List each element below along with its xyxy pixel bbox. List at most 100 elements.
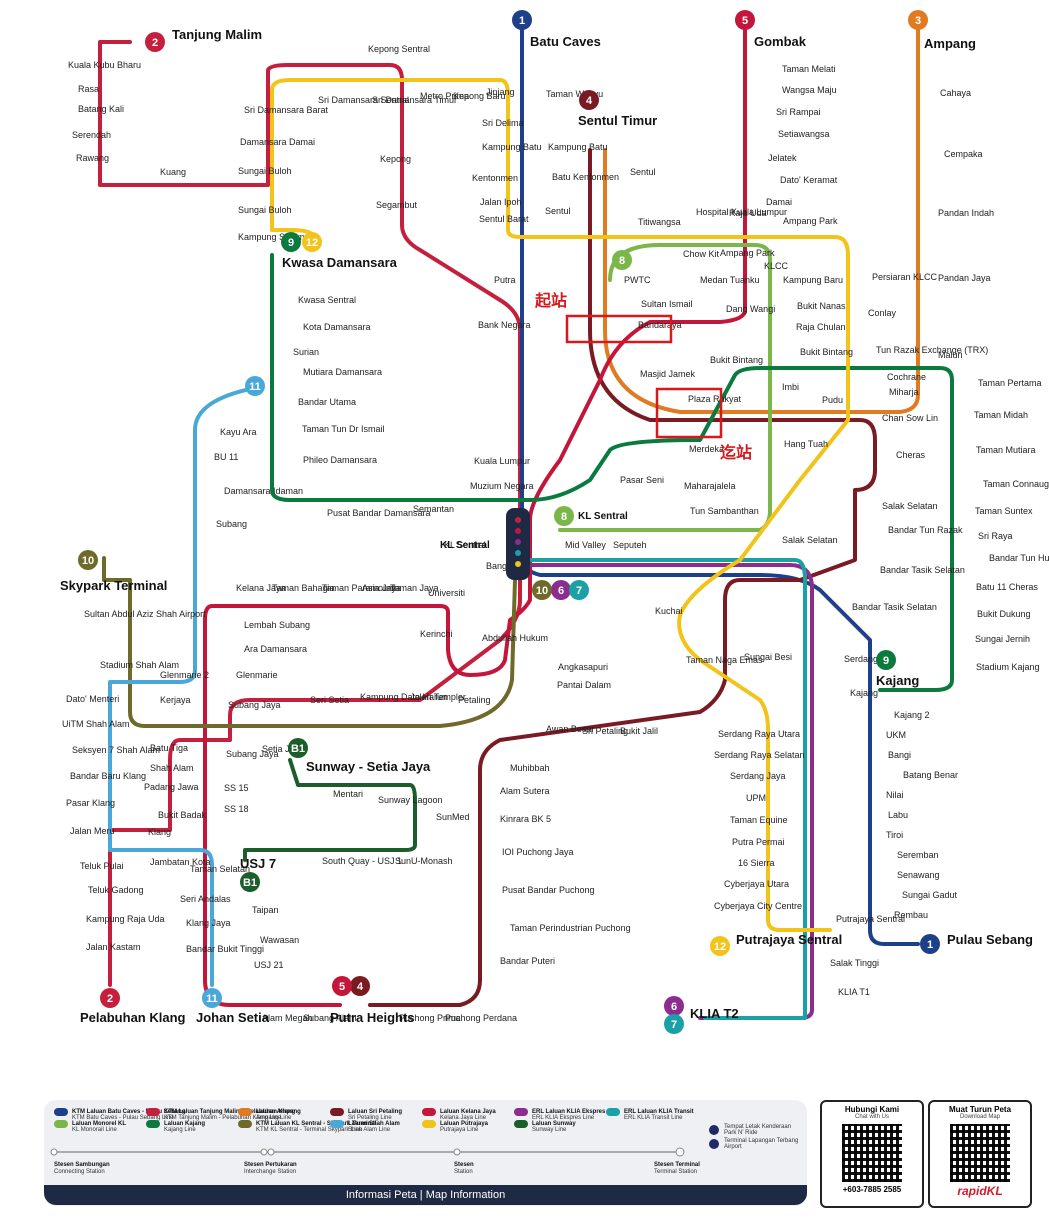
station-label[interactable]: Imbi	[782, 382, 799, 392]
station-label[interactable]: Jalan Templer	[410, 692, 466, 702]
station-label[interactable]: Sentul Barat	[479, 214, 529, 224]
station-label[interactable]: Conlay	[868, 308, 897, 318]
station-label[interactable]: Dato' Keramat	[780, 175, 838, 185]
station-label[interactable]: Cyberjaya City Centre	[714, 901, 802, 911]
station-label[interactable]: Taman Jaya	[390, 583, 439, 593]
terminal-usj7[interactable]: USJ 7	[240, 856, 276, 871]
station-label[interactable]: Kerjaya	[160, 695, 191, 705]
station-label[interactable]: Subang Alam	[303, 1013, 357, 1023]
station-label[interactable]: Surian	[293, 347, 319, 357]
station-label[interactable]: BU 11	[214, 452, 238, 462]
station-label[interactable]: Metro Prima	[420, 91, 469, 101]
line-badge-8[interactable]: 8	[554, 506, 574, 526]
station-label[interactable]: UPM	[746, 793, 766, 803]
station-label[interactable]: Sultan Abdul Aziz Shah Airport	[84, 609, 206, 619]
station-label[interactable]: Mutiara Damansara	[303, 367, 382, 377]
station-label[interactable]: Puchong Prima	[399, 1013, 461, 1023]
station-label[interactable]: Bukit Nanas	[797, 301, 846, 311]
station-label[interactable]: Taman Selatan	[190, 864, 250, 874]
station-label[interactable]: Pusat Bandar Puchong	[502, 885, 595, 895]
station-label[interactable]: Sri Rampai	[776, 107, 821, 117]
station-label[interactable]: Cempaka	[944, 149, 983, 159]
download-qr-card[interactable]: Muat Turun Peta Download Map rapidKL	[928, 1100, 1032, 1208]
station-label[interactable]: Mentari	[333, 789, 363, 799]
station-label[interactable]: Kelana Jaya	[236, 583, 286, 593]
line-badge-1[interactable]: 1	[512, 10, 532, 30]
line-badge-2[interactable]: 2	[145, 32, 165, 52]
station-label[interactable]: Wawasan	[260, 935, 299, 945]
station-label[interactable]: Taman Bahagia	[272, 583, 335, 593]
station-label[interactable]: Klang	[148, 827, 171, 837]
line-badge-7[interactable]: 7	[569, 580, 589, 600]
station-label[interactable]: Bandar Tasik Selatan	[880, 565, 965, 575]
station-label[interactable]: Seksyen 7 Shah Alam	[72, 745, 160, 755]
station-label[interactable]: Sentul	[630, 167, 656, 177]
station-label[interactable]: Klang Jaya	[186, 918, 231, 928]
terminal-putra-heights[interactable]: Putra Heights	[330, 1010, 415, 1025]
line-badge-9[interactable]: 9	[876, 650, 896, 670]
station-label[interactable]: Universiti	[428, 588, 465, 598]
station-label[interactable]: Taman Midah	[974, 410, 1028, 420]
line-badge-10[interactable]: 10	[532, 580, 552, 600]
station-label[interactable]: Jambatan Kota	[150, 857, 211, 867]
line-badge-7[interactable]: 7	[664, 1014, 684, 1034]
station-label[interactable]: Senawang	[897, 870, 940, 880]
station-label[interactable]: Damansara Damai	[240, 137, 315, 147]
station-label[interactable]: Rasa	[78, 84, 99, 94]
station-label[interactable]: Wangsa Maju	[782, 85, 837, 95]
station-label[interactable]: Sunway Lagoon	[378, 795, 443, 805]
line-badge-8[interactable]: 8	[612, 250, 632, 270]
station-label[interactable]: Bandar Tasik Selatan	[852, 602, 937, 612]
station-label[interactable]: SS 15	[224, 783, 249, 793]
line-badge-10[interactable]: 10	[78, 550, 98, 570]
terminal-pelabuhan-klang[interactable]: Pelabuhan Klang	[80, 1010, 186, 1025]
station-label[interactable]: Salak Selatan	[882, 501, 938, 511]
station-label[interactable]: Stadium Shah Alam	[100, 660, 179, 670]
station-label[interactable]: SunMed	[436, 812, 470, 822]
station-label[interactable]: Nilai	[886, 790, 904, 800]
station-label[interactable]: Dato' Menteri	[66, 694, 119, 704]
station-label[interactable]: Serendah	[72, 130, 111, 140]
station-label[interactable]: Putrajaya Sentral	[836, 914, 905, 924]
station-label[interactable]: KLIA T1	[838, 987, 870, 997]
station-label[interactable]: Sungai Buloh	[238, 166, 292, 176]
station-label[interactable]: Pudu	[822, 395, 843, 405]
station-label[interactable]: Hospital Kuala Lumpur	[696, 207, 787, 217]
station-label[interactable]: Sungai Buloh	[238, 205, 292, 215]
station-label[interactable]: UiTM Shah Alam	[62, 719, 130, 729]
station-label[interactable]: Setiawangsa	[778, 129, 830, 139]
station-label[interactable]: Maharajalela	[684, 481, 736, 491]
station-label[interactable]: SS 18	[224, 804, 249, 814]
station-label[interactable]: Glenmarie 2	[160, 670, 209, 680]
station-label[interactable]: Kayu Ara	[220, 427, 257, 437]
station-label[interactable]: Kampung Selamat	[238, 232, 313, 242]
station-label[interactable]: Seremban	[897, 850, 939, 860]
station-label[interactable]: Seri Setia	[310, 695, 349, 705]
station-label[interactable]: Alam Sutera	[500, 786, 550, 796]
station-label[interactable]: Cochrane	[887, 372, 926, 382]
station-label[interactable]: Bandar Bukit Tinggi	[186, 944, 264, 954]
station-label[interactable]: Taipan	[252, 905, 279, 915]
station-label[interactable]: USJ 21	[254, 960, 284, 970]
station-label[interactable]: Putra Permai	[732, 837, 785, 847]
station-kl-sentral-monorail[interactable]: KL Sentral	[578, 511, 628, 522]
station-label[interactable]: Kerinchi	[420, 629, 453, 639]
station-label[interactable]: SunU-Monash	[395, 856, 453, 866]
terminal-klia-t2[interactable]: KLIA T2	[690, 1006, 739, 1021]
station-kl-sentral[interactable]: KL Sentral	[440, 540, 490, 551]
station-label[interactable]: Kampung Raja Uda	[86, 914, 165, 924]
station-label[interactable]: Jalan Meru	[70, 826, 115, 836]
station-label[interactable]: Kuchai	[655, 606, 683, 616]
kl-sentral-hub[interactable]	[506, 508, 530, 580]
station-label[interactable]: KLCC	[764, 261, 789, 271]
station-label[interactable]: Kampung Dato Harun	[360, 692, 447, 702]
station-label[interactable]: Jelatek	[768, 153, 797, 163]
station-label[interactable]: Kepong	[380, 154, 411, 164]
station-label[interactable]: Semantan	[413, 504, 454, 514]
station-label[interactable]: Tun Razak Exchange (TRX)	[876, 345, 988, 355]
station-label[interactable]: Dang Wangi	[726, 304, 775, 314]
station-label[interactable]: Petaling	[458, 695, 491, 705]
station-label[interactable]: South Quay - USJ 1	[322, 856, 402, 866]
station-label[interactable]: Setia Jaya	[262, 744, 304, 754]
station-label[interactable]: Hang Tuah	[784, 439, 828, 449]
